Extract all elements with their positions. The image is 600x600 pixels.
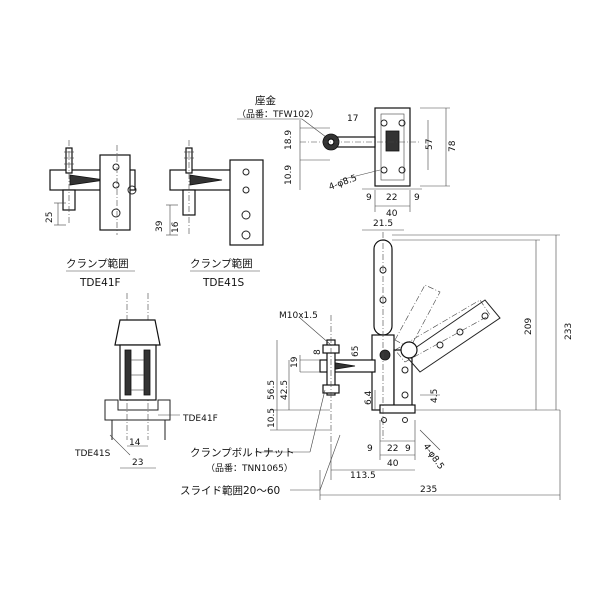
tde41s-tag: TDE41S (74, 449, 111, 459)
dim-6-4: 6.4 (364, 390, 374, 405)
dim-65: 65 (351, 346, 361, 357)
range-label-s: クランプ範囲 (190, 257, 253, 270)
dim-19: 19 (290, 356, 300, 368)
dim-9-right-top: 9 (414, 193, 420, 203)
dim-25: 25 (45, 212, 55, 223)
dim-23: 23 (132, 458, 143, 468)
dim-39: 39 (155, 220, 165, 232)
model-label-f: TDE41F (79, 277, 121, 289)
dim-18-9: 18.9 (284, 130, 294, 150)
dim-209: 209 (524, 318, 534, 335)
dim-56-5: 56.5 (267, 380, 277, 400)
dim-235: 235 (420, 485, 437, 495)
washer-title: 座金 (255, 94, 276, 107)
model-label-s: TDE41S (202, 277, 244, 289)
dim-17: 17 (347, 114, 358, 124)
nut-part-number: （品番：TNN1065） (206, 462, 293, 474)
dim-21-5: 21.5 (373, 219, 393, 229)
top-view-washer (237, 107, 450, 212)
tde41f-tag: TDE41F (182, 414, 218, 424)
thread-label: M10x1.5 (279, 311, 318, 321)
dim-14: 14 (129, 438, 141, 448)
dim-22-top: 22 (386, 193, 397, 203)
dim-9-left-bottom: 9 (367, 444, 373, 454)
dim-42-5: 42.5 (280, 380, 290, 400)
dim-9-left-top: 9 (366, 193, 372, 203)
tde41s-view (166, 140, 264, 246)
tde41f-view (49, 140, 137, 235)
dim-4-5: 4.5 (430, 389, 440, 403)
dim-22-bottom: 22 (387, 444, 398, 454)
dim-10-5: 10.5 (267, 408, 277, 428)
dim-78: 78 (448, 140, 458, 152)
main-side-view (255, 229, 561, 500)
hole-note-bottom: 4-φ8.5 (421, 442, 446, 472)
dim-16: 16 (171, 221, 181, 233)
front-view-small (104, 293, 180, 469)
dim-9-right-bottom: 9 (405, 444, 411, 454)
dim-113-5: 113.5 (350, 471, 376, 481)
dim-40-top: 40 (386, 209, 398, 219)
washer-part-number: （品番：TFW102） (237, 108, 319, 120)
dim-233: 233 (564, 323, 574, 340)
nut-title: クランプボルトナット (190, 447, 295, 459)
dim-40-bottom: 40 (387, 459, 399, 469)
range-label-f: クランプ範囲 (66, 257, 129, 270)
dim-57: 57 (425, 139, 435, 150)
dim-10-9: 10.9 (284, 165, 294, 185)
slide-range-label: スライド範囲20〜60 (180, 484, 280, 497)
hole-note-top: 4-φ8.5 (328, 173, 359, 192)
dim-8: 8 (313, 349, 323, 355)
